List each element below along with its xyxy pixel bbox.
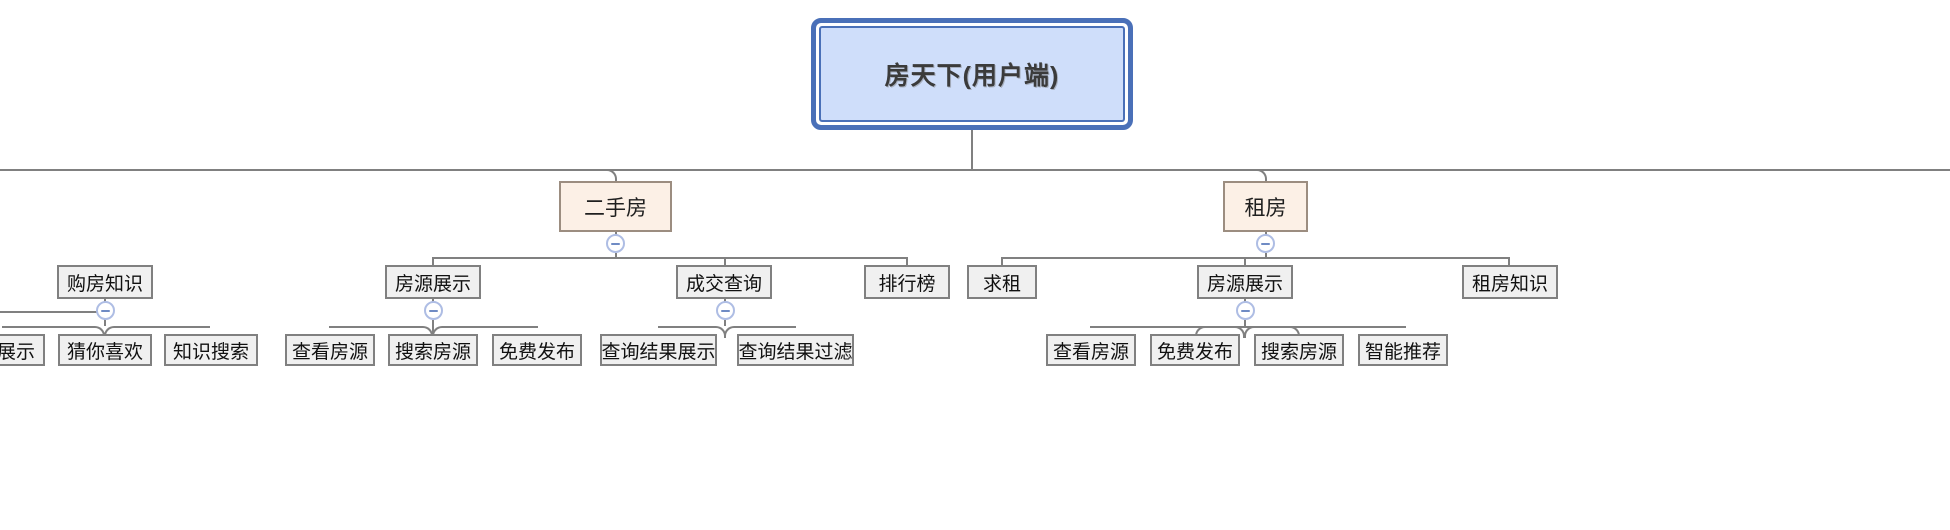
node-chakanfangyuan-rent-label: 查看房源	[1052, 341, 1129, 363]
node-sousuofangyuan-rent-label: 搜索房源	[1260, 341, 1337, 363]
connector-stem-zufangzhishi	[1508, 257, 1510, 266]
minus-icon	[611, 242, 620, 245]
node-zufang[interactable]: 租房	[1223, 181, 1308, 232]
node-chaxunjieguozhanshi-label: 查询结果展示	[601, 341, 716, 363]
connector-fangyuanzhanshi-rent-down2	[1244, 320, 1246, 326]
node-mianfeifabu-rent[interactable]: 免费发布	[1150, 334, 1240, 366]
node-fangyuanzhanshi-rent[interactable]: 房源展示	[1197, 265, 1293, 299]
toggle-collapse-chengjiaochaxun[interactable]	[716, 301, 735, 320]
toggle-collapse-zufang[interactable]	[1256, 234, 1275, 253]
node-qiuzu-label: 求租	[982, 273, 1021, 295]
connector-stem-paihangbang	[906, 257, 908, 266]
minus-icon	[101, 309, 110, 312]
node-chaxunjieguoguolv[interactable]: 查询结果过滤	[737, 334, 854, 366]
node-fangyuanzhanshi-sale[interactable]: 房源展示	[385, 265, 481, 299]
connector-elbow-ershoufang	[605, 169, 617, 181]
node-chengjiaochaxun[interactable]: 成交查询	[676, 265, 772, 299]
connector-stem-qiuzu	[1001, 257, 1003, 266]
node-chakanfangyuan-sale[interactable]: 查看房源	[285, 334, 375, 366]
node-fangyuanzhanshi-sale-label: 房源展示	[394, 273, 471, 295]
connector-ershoufang-down2	[615, 253, 617, 258]
node-ershoufang[interactable]: 二手房	[559, 181, 672, 232]
connector-stem-fangyuanzhanshi-1	[432, 257, 434, 266]
toggle-collapse-ershoufang[interactable]	[606, 234, 625, 253]
node-goufangzhishi-label: 购房知识	[66, 273, 143, 295]
node-zhishisousuo-label: 知识搜索	[172, 341, 249, 363]
connector-elbow-l4-rent-mid	[1195, 326, 1245, 338]
node-zufangzhishi[interactable]: 租房知识	[1462, 265, 1558, 299]
node-goufangzhishi[interactable]: 购房知识	[57, 265, 153, 299]
connector-rail-offscreen-left	[0, 311, 106, 313]
toggle-collapse-fangyuanzhanshi-sale[interactable]	[424, 301, 443, 320]
node-sousuofangyuan-sale-label: 搜索房源	[394, 341, 471, 363]
node-root-label: 房天下(用户端)	[884, 62, 1060, 90]
node-chakanfangyuan-rent[interactable]: 查看房源	[1046, 334, 1136, 366]
node-qiuzu[interactable]: 求租	[967, 265, 1037, 299]
node-mianfeifabu-rent-label: 免费发布	[1156, 341, 1233, 363]
connector-elbow-l4-rent-mid2	[1244, 326, 1300, 338]
connector-stem-ershoufang-2	[615, 179, 617, 182]
node-zhishisousuo[interactable]: 知识搜索	[164, 334, 258, 366]
node-mianfeifabu-sale[interactable]: 免费发布	[492, 334, 582, 366]
node-cainixihuan-label: 猜你喜欢	[66, 341, 143, 363]
node-chakanfangyuan-sale-label: 查看房源	[291, 341, 368, 363]
node-sousuofangyuan-sale[interactable]: 搜索房源	[388, 334, 478, 366]
node-paihangbang-label: 排行榜	[878, 273, 936, 295]
connector-goufangzhishi-down2	[104, 320, 106, 326]
node-chaxunjieguoguolv-label: 查询结果过滤	[738, 341, 853, 363]
node-fangyuanzhanshi-rent-label: 房源展示	[1206, 273, 1283, 295]
node-zufang-label: 租房	[1244, 196, 1287, 220]
root-selection-ring	[811, 18, 1133, 130]
node-mianfeifabu-sale-label: 免费发布	[498, 341, 575, 363]
node-zhanshi-clipped[interactable]: 展示	[0, 334, 45, 366]
root-selection-ring-inner	[817, 24, 1127, 124]
node-cainixihuan[interactable]: 猜你喜欢	[58, 334, 152, 366]
connector-stem-fangyuanzhanshi-rent	[1244, 257, 1246, 266]
node-zhinengtuijian-rent[interactable]: 智能推荐	[1358, 334, 1448, 366]
node-root[interactable]: 房天下(用户端)	[819, 26, 1125, 122]
node-zhanshi-clipped-label: 展示	[0, 341, 35, 363]
node-chengjiaochaxun-label: 成交查询	[685, 273, 762, 295]
connector-level2-rail	[0, 169, 1950, 171]
minus-icon	[721, 309, 730, 312]
connector-root-stem	[971, 130, 973, 171]
node-chaxunjieguozhanshi[interactable]: 查询结果展示	[600, 334, 717, 366]
connector-stem-chengjiaochaxun	[724, 257, 726, 266]
connector-elbow-l4-offscreen-right	[104, 326, 210, 338]
node-zufangzhishi-label: 租房知识	[1471, 273, 1548, 295]
minus-icon	[1241, 309, 1250, 312]
connector-rail-zufang-children	[1002, 257, 1510, 259]
node-zhinengtuijian-rent-label: 智能推荐	[1364, 341, 1441, 363]
node-ershoufang-label: 二手房	[584, 196, 647, 220]
connector-stem-zufang	[1265, 179, 1267, 182]
node-sousuofangyuan-rent[interactable]: 搜索房源	[1254, 334, 1344, 366]
connector-zufang-down2	[1265, 253, 1267, 258]
minus-icon	[429, 309, 438, 312]
connector-fangyuanzhanshi-sale-down2	[432, 320, 434, 326]
node-paihangbang[interactable]: 排行榜	[864, 265, 950, 299]
connector-stem-l4-sale-mid	[432, 326, 434, 334]
connector-chengjiaochaxun-down2	[724, 320, 726, 326]
connector-elbow-l4-cjcx-right	[724, 326, 796, 338]
connector-rail-ershoufang-children	[433, 257, 908, 259]
toggle-collapse-fangyuanzhanshi-rent[interactable]	[1236, 301, 1255, 320]
connector-elbow-zufang	[1255, 169, 1267, 181]
minus-icon	[1261, 242, 1270, 245]
toggle-collapse-goufangzhishi[interactable]	[96, 301, 115, 320]
